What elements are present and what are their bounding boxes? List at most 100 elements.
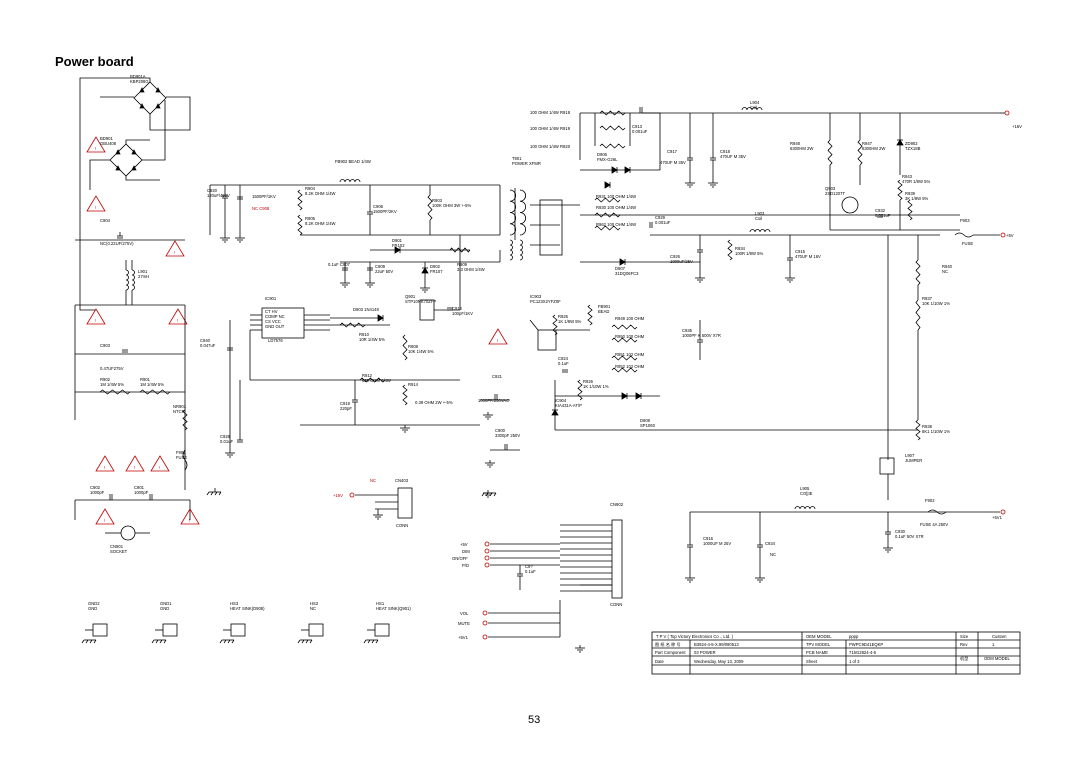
label-sig_onoff: ON/OFF [452,556,468,561]
label-cn901: SOCKET [110,549,128,554]
resistor-r947 [857,139,863,166]
wire [529,319,539,331]
heatsink-mount [92,623,108,637]
terminal [349,492,355,498]
date-label: Date [655,659,665,664]
label-l907: L907 [905,453,915,458]
label-ic901pins: CT HV [265,309,278,314]
label-r902: 1M 1/4W 5% [100,382,124,387]
wire [89,159,110,190]
label-r926: R926 [583,379,594,384]
resistor-r943 [897,179,903,201]
label-fb901: BEAD [598,309,609,314]
warning-icon: ! [177,318,178,323]
label-nc_cap: NC(0.22UF/275V) [100,241,134,246]
chassis-ground [81,639,85,644]
label-t901: T901 [512,156,522,161]
resistor-r962 [594,225,621,231]
inductor-l901 [125,269,129,291]
fuse-f901 [182,449,188,471]
label-c940: C940 [200,338,211,343]
label-r903: 100K OHM 3W +-5% [432,203,471,208]
bead-fb901 [587,304,593,326]
chassis-ground [223,639,227,644]
diode-d906-b [604,181,611,189]
label-sig_dim: DIM [462,549,470,554]
label-gnd1: GND [160,606,169,611]
label-c934: C934 [765,541,776,546]
label-r912: R912 [362,373,373,378]
warning-icon [180,508,200,525]
label-c919: C919 [340,401,351,406]
label-c935: C935 [682,328,693,333]
part-component-value: 03 POWER [694,650,716,655]
tpv-model-label: TPV MODEL [806,642,831,647]
date-value: Wednesday, May 13, 2009 [694,659,744,664]
chassis-ground [163,639,167,644]
label-c919: 220pF [340,406,352,411]
diode [115,165,121,171]
resistor-r948 [827,139,833,166]
warning-icon [125,455,145,472]
label-r938: 6K1 1/10W 1% [922,429,950,434]
chassis-ground [93,639,97,644]
resistor-r908 [402,334,408,361]
label-c930: 0.1uF 50V X7R [895,534,924,539]
label-c916: 1000UF M 25V [703,541,731,546]
warning-icon [95,508,115,525]
label-l901: L901 [138,269,148,274]
label-r925: R925 [558,314,569,319]
resistor-r905 [297,214,303,236]
label-ic901pins: CS VCC [265,319,281,324]
inductor-l905 [794,506,816,510]
label-d902: FR107 [430,269,443,274]
label-c928: 0.01uF [220,439,233,444]
label-r943: 470R 1/8W 5% [902,179,930,184]
label-r947: R947 [862,141,873,146]
jumper-l907 [879,457,895,475]
heatsink-mount [308,623,324,637]
label-r931: R931 100 OHM 1/4W [596,194,636,199]
label-c912: 100pF/1KV [452,311,473,316]
label-c903v: 0.47UF275V [100,366,124,371]
resistor-r910 [339,322,366,328]
thermistor-nr901 [182,409,188,431]
label-c905: 1500PF/1KV [252,194,276,199]
label-r901: 1M 1/4W 5% [140,382,164,387]
warning-icon: ! [104,465,105,470]
heatsink-mount [374,623,390,637]
label-c924: C924 [558,356,569,361]
label-plus5v1: +5V1 [992,515,1003,520]
drawing-no-label: 图 纸 名 称 号 [655,641,681,648]
chassis-ground [214,491,218,496]
label-q903: 2SD1207T [825,191,845,196]
label-c906: C906 [373,204,384,209]
chassis-ground [206,491,210,496]
label-ic901pins: GND OUT [265,324,285,329]
terminal [1000,232,1006,238]
label-r939: 3K 1/8W 5% [905,196,929,201]
label-d908: SP1060 [640,423,656,428]
label-r925: 1K 1/8W 5% [558,319,582,324]
label-c921: C921 [492,374,503,379]
resistor-r937 [915,299,921,331]
bridge-rectifier-bd901a [133,81,167,115]
label-c909: C909 [375,264,386,269]
label-ld7576: LD7576 [268,338,283,343]
warning-icon [150,455,170,472]
resistor-r912 [359,377,386,383]
label-plus16v: +16V [1012,124,1022,129]
label-c909: 22uF 50V [375,269,393,274]
label-r904: 8.2K OHM 1/4W [305,191,336,196]
label-l903: Coil [755,216,762,221]
label-c926: 1000uF/25V [670,259,693,264]
diode-d903 [377,314,384,322]
zener-zd902 [896,139,904,146]
warning-icon [165,240,185,257]
inductor-l904 [741,107,763,111]
warning-icon [86,308,106,325]
label-ic904: IC904 [555,398,567,403]
warning-icon [95,455,115,472]
label-zd902: ZD902 [905,141,918,146]
